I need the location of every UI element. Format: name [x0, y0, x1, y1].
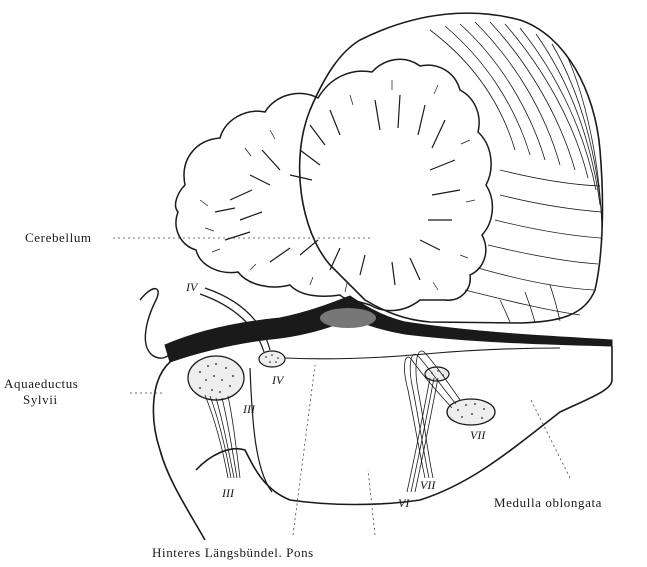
label-vi: VI	[398, 496, 410, 510]
mlf-leader	[293, 365, 315, 535]
leader-lines	[113, 238, 570, 535]
label-cerebellum: Cerebellum	[25, 230, 92, 245]
label-iii-lower: III	[221, 486, 235, 500]
medial-longitudinal-fasciculus	[285, 348, 560, 359]
pons-leader	[368, 470, 375, 535]
cerebellum-drawing	[176, 13, 603, 323]
trochlear-nucleus	[259, 351, 285, 367]
oculomotor-nucleus	[188, 356, 244, 400]
labels: Cerebellum Aquaeductus Sylvii Medulla ob…	[4, 230, 602, 560]
label-aqueduct-1: Aquaeductus	[4, 376, 78, 391]
facial-nucleus	[447, 399, 495, 425]
label-vii-nucleus: VII	[470, 428, 486, 442]
label-aqueduct-2: Sylvii	[23, 392, 58, 407]
label-bottom-caption: Hinteres Längsbündel. Pons	[152, 545, 314, 560]
label-iv-nucleus: IV	[271, 373, 285, 387]
label-iv-top: IV	[185, 280, 199, 294]
label-iii-upper: III	[242, 402, 256, 416]
label-vii-lower: VII	[420, 478, 436, 492]
oculomotor-nerve	[188, 356, 244, 478]
label-medulla: Medulla oblongata	[494, 495, 602, 510]
